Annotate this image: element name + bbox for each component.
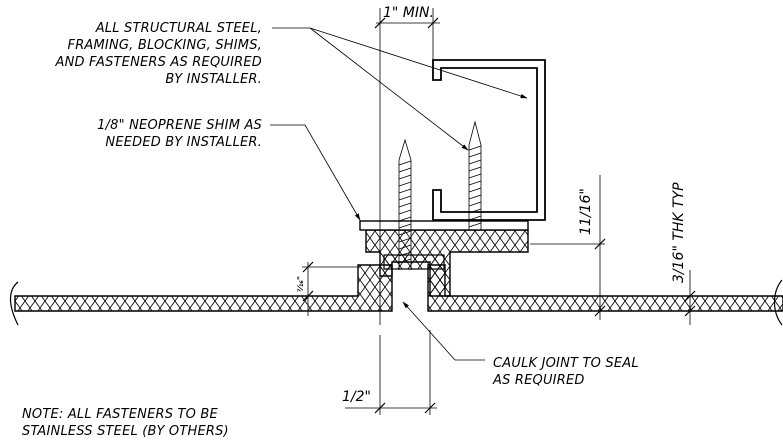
leader-structural bbox=[272, 27, 528, 151]
dim-1in-min bbox=[374, 8, 440, 325]
svg-text:ALL STRUCTURAL STEEL,: ALL STRUCTURAL STEEL, bbox=[95, 21, 262, 36]
note-caulk: CAULK JOINT TO SEAL AS REQUIRED bbox=[492, 356, 639, 388]
leader-shim bbox=[270, 124, 361, 221]
svg-text:AND FASTENERS AS REQUIRED: AND FASTENERS AS REQUIRED bbox=[55, 55, 263, 70]
dim-11-16 bbox=[530, 175, 606, 320]
dim-3-16-thk bbox=[684, 270, 696, 325]
neoprene-shim bbox=[359, 220, 529, 231]
dim-1-2 bbox=[345, 330, 437, 415]
svg-text:CAULK JOINT TO SEAL: CAULK JOINT TO SEAL bbox=[493, 356, 639, 371]
svg-text:NEEDED BY INSTALLER.: NEEDED BY INSTALLER. bbox=[105, 135, 262, 150]
dim-height-label: 11/16" bbox=[578, 188, 594, 235]
svg-text:STAINLESS STEEL (BY OTHERS): STAINLESS STEEL (BY OTHERS) bbox=[22, 424, 229, 439]
note-fasteners: NOTE: ALL FASTENERS TO BE STAINLESS STEE… bbox=[22, 407, 229, 439]
note-shim: 1/8" NEOPRENE SHIM AS NEEDED BY INSTALLE… bbox=[97, 118, 262, 150]
dim-thickness-label: 3/16" THK TYP bbox=[671, 182, 687, 283]
svg-text:1/8" NEOPRENE SHIM AS: 1/8" NEOPRENE SHIM AS bbox=[97, 118, 262, 133]
wall-panel-left bbox=[14, 264, 393, 312]
svg-text:FRAMING, BLOCKING, SHIMS,: FRAMING, BLOCKING, SHIMS, bbox=[68, 38, 262, 53]
steel-channel bbox=[432, 59, 546, 221]
joint-backer bbox=[383, 254, 445, 270]
wall-panel-right bbox=[427, 264, 783, 312]
screw-left bbox=[398, 138, 412, 270]
dim-min-gap-label: 1" MIN. bbox=[383, 5, 434, 21]
svg-text:BY INSTALLER.: BY INSTALLER. bbox=[165, 72, 262, 87]
break-line-left bbox=[9, 281, 19, 326]
dim-small-offset-label: ⁷⁄₁₆" bbox=[296, 276, 305, 292]
dim-small-offset bbox=[302, 261, 358, 316]
note-structural: ALL STRUCTURAL STEEL, FRAMING, BLOCKING,… bbox=[55, 21, 263, 87]
screw-right bbox=[468, 120, 482, 230]
svg-text:AS REQUIRED: AS REQUIRED bbox=[492, 373, 585, 388]
leader-caulk bbox=[402, 301, 485, 361]
svg-text:NOTE: ALL FASTENERS TO BE: NOTE: ALL FASTENERS TO BE bbox=[22, 407, 219, 422]
dim-joint-width-label: 1/2" bbox=[342, 389, 371, 405]
break-line-right bbox=[773, 279, 783, 326]
